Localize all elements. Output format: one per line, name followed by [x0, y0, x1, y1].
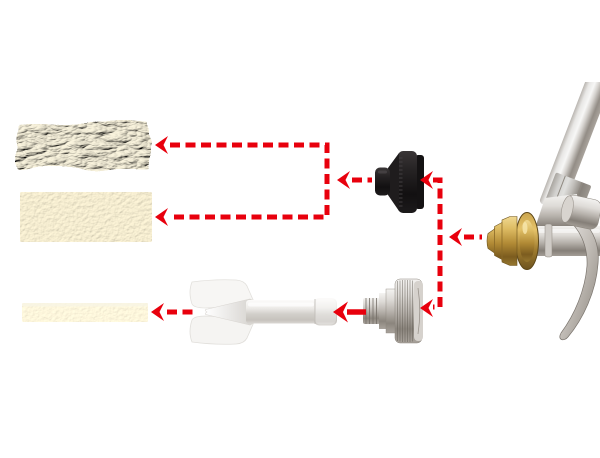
spray-gun: [475, 82, 600, 362]
smooth-texture-surface: [20, 192, 152, 242]
black-nozzle-tip: [375, 167, 390, 196]
black-nozzle-ridges: [398, 157, 403, 207]
gun-brass-tip: [486, 216, 518, 266]
gun-brass-disc: [515, 212, 539, 270]
arrow-gun-to-nozzles: [433, 177, 443, 310]
adapter-threaded-tip: [363, 298, 380, 324]
smooth-texture-sample: [12, 184, 164, 250]
rough-texture-surface: [18, 123, 150, 168]
arrowhead-gun-feed: [449, 228, 462, 246]
black-nozzle-cone: [388, 153, 399, 211]
adapter-front-face: [414, 281, 423, 341]
fan-fins: [189, 279, 255, 345]
arrow-black-nozzle-to-textures: [170, 142, 330, 220]
gun-barrel: [539, 82, 600, 211]
adapter-collar: [379, 288, 397, 334]
adapter-knurled-knob: [394, 278, 423, 344]
rough-texture-sample: [8, 112, 164, 182]
strip-highlight: [22, 303, 148, 307]
black-nozzle-knob: [398, 151, 417, 213]
fan-tube: [246, 298, 337, 326]
gun-trigger: [559, 213, 599, 341]
black-spray-nozzle: [372, 148, 428, 216]
strip-texture-sample: [14, 297, 158, 327]
fan-spray-nozzle: [184, 276, 340, 350]
metal-adapter-nozzle: [360, 277, 424, 345]
black-nozzle-back: [415, 155, 424, 209]
strip-texture-surface: [22, 303, 148, 322]
arrowhead-black-feed: [337, 171, 350, 189]
black-nozzle-highlight: [378, 170, 387, 174]
